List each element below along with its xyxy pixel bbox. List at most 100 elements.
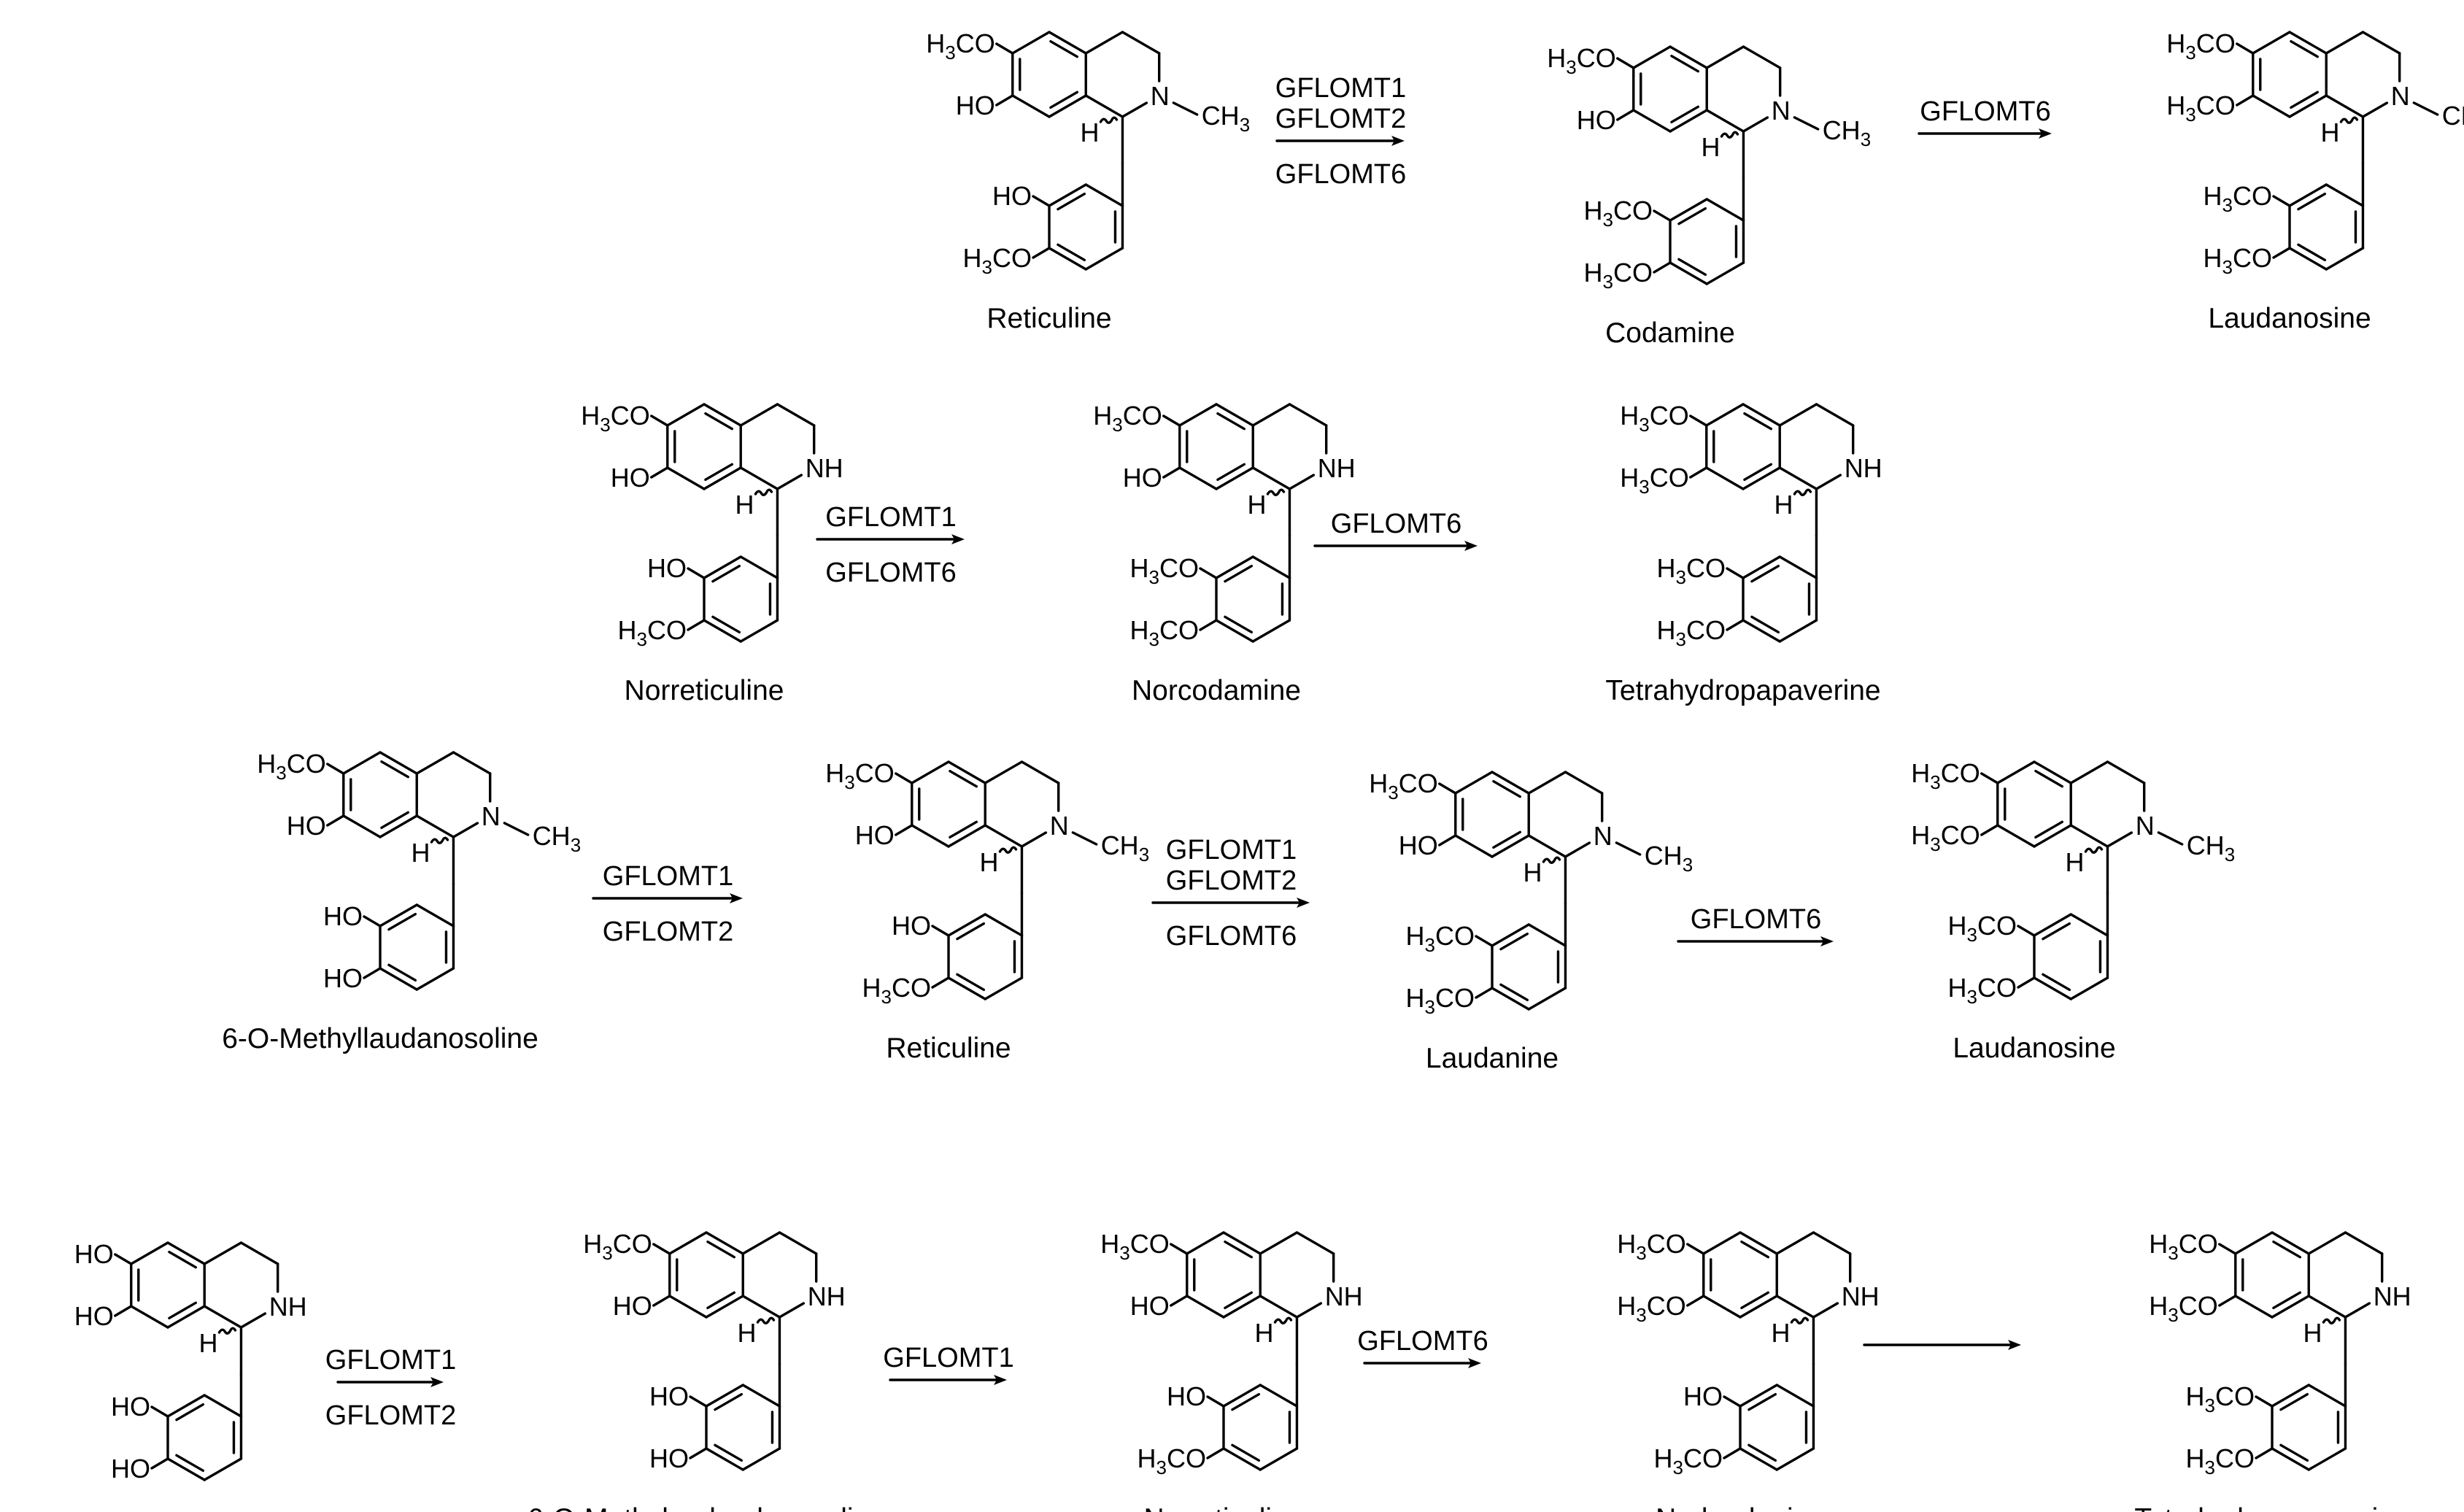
bond-line — [415, 967, 455, 991]
bond-line — [704, 412, 734, 431]
bond-line — [1740, 1240, 1770, 1259]
substituent-4prime-label: HO — [649, 1443, 689, 1473]
bond-line — [947, 760, 986, 784]
nitrogen-label: N — [2391, 81, 2410, 111]
bond-line — [668, 1231, 708, 1255]
reaction-arrow — [1863, 1340, 2021, 1350]
bond-line — [739, 403, 779, 427]
bond-line — [379, 903, 418, 927]
bond-line — [2069, 824, 2109, 848]
bond-line — [379, 751, 418, 775]
substituent-6-label: H3CO — [825, 758, 894, 793]
hydrogen-label: H — [1247, 490, 1266, 520]
bond-line — [2361, 31, 2401, 55]
bond-line — [2069, 760, 2109, 784]
bond-line — [984, 824, 1024, 848]
enzyme-label: GFLOMT1 — [1275, 73, 1406, 104]
reaction-arrow: GFLOMT6 — [1313, 509, 1478, 551]
bond-line — [2290, 90, 2320, 109]
bond-line — [380, 811, 410, 830]
substituent-7-label: HO — [74, 1301, 114, 1331]
bond-line — [2034, 820, 2064, 839]
bond-line — [1670, 54, 1700, 73]
bond-line — [705, 1295, 744, 1319]
hydrogen-label: H — [737, 1318, 756, 1348]
substituent-4prime-label: H3CO — [1584, 258, 1653, 293]
bond-line — [2017, 925, 2036, 937]
bond-line — [1084, 31, 1124, 55]
bond-line — [1121, 31, 1161, 55]
substituent-4prime-label: H3CO — [1654, 1443, 1723, 1478]
bond-line — [203, 1457, 243, 1481]
substituent-3prime-label: HO — [647, 553, 687, 583]
substituent-3prime-label: H3CO — [1657, 553, 1726, 588]
bond-line — [1032, 195, 1051, 207]
bond-line — [1224, 564, 1254, 583]
substituent-7-label: H3CO — [2149, 1291, 2217, 1326]
enzyme-label: GFLOMT1 — [325, 1345, 456, 1376]
bond-line — [1739, 1447, 1778, 1471]
substituent-3prime-label: H3CO — [2186, 1381, 2255, 1416]
bond-line — [114, 1305, 133, 1317]
bond-line — [1723, 1447, 1742, 1459]
bond-line — [1653, 261, 1672, 274]
hydrogen-label: H — [2065, 847, 2084, 877]
bond-line — [239, 1241, 279, 1265]
compound-name: Norlaudanine — [1656, 1503, 1825, 1512]
bond-line — [2288, 94, 2328, 118]
bond-line — [1705, 403, 1745, 427]
arrow-head — [1297, 898, 1310, 908]
bond-line — [1162, 466, 1181, 479]
arrow-head — [951, 534, 965, 544]
bond-line — [703, 619, 742, 643]
bond-line — [2307, 1295, 2347, 1319]
bond-line — [1222, 1295, 1262, 1319]
bond-line — [452, 822, 479, 838]
substituent-6-label: H3CO — [1100, 1229, 1169, 1264]
bond-line — [1778, 619, 1818, 643]
bond-line — [326, 763, 345, 775]
wavy-bond — [1542, 856, 1561, 864]
substituent-3prime-label: H3CO — [1584, 196, 1653, 231]
hydrogen-label: H — [1771, 1318, 1790, 1348]
bond-line — [1048, 31, 1087, 55]
bond-line — [1615, 841, 1642, 856]
substituent-7-label: HO — [1577, 105, 1616, 135]
bond-line — [2106, 760, 2146, 784]
bond-line — [1632, 109, 1672, 133]
bond-line — [1251, 403, 1291, 427]
reaction-arrow: GFLOMT6 — [1357, 1326, 1488, 1368]
bond-line — [739, 466, 779, 490]
compound: NHH3COH3COHHOH3CONorlaudanine — [1617, 1229, 1879, 1512]
bond-line — [2279, 1392, 2309, 1411]
bond-line — [150, 1405, 169, 1418]
bond-line — [652, 1295, 671, 1307]
bond-line — [947, 976, 986, 1000]
bond-line — [703, 555, 742, 579]
bond-line — [387, 912, 417, 931]
compound-name: 6-O-Methylnorlaudanosoline — [528, 1503, 885, 1512]
bond-line — [2255, 1447, 2274, 1459]
substituent-7-label: H3CO — [1911, 820, 1980, 855]
bond-line — [704, 463, 734, 482]
bond-line — [895, 772, 914, 784]
hydrogen-label: H — [2303, 1318, 2322, 1348]
bond-line — [1231, 1392, 1261, 1411]
substituent-7-label: HO — [956, 90, 995, 120]
bond-line — [166, 1241, 206, 1265]
bond-line — [1084, 94, 1124, 118]
bond-line — [2344, 1231, 2384, 1255]
hydrogen-label: H — [198, 1328, 217, 1358]
bond-line — [1996, 824, 2036, 848]
compound: NHH3COHOHHOHO6-O-Methylnorlaudanosoline — [528, 1229, 885, 1512]
bond-line — [1996, 760, 2036, 784]
wavy-bond — [217, 1327, 237, 1335]
bond-line — [166, 1394, 206, 1418]
bond-line — [2218, 1295, 2237, 1307]
hydrogen-label: H — [735, 490, 754, 520]
bond-line — [1259, 1295, 1299, 1319]
bond-line — [652, 1243, 671, 1255]
